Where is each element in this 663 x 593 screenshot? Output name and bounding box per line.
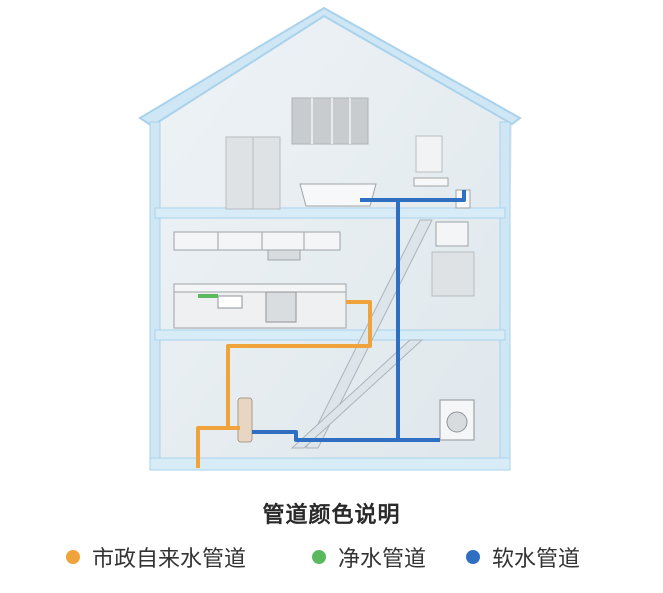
right-wall [499, 121, 511, 471]
wash-basin [413, 177, 449, 187]
legend-label-soft-water: 软水管道 [492, 547, 581, 572]
top-floor [225, 97, 471, 210]
second-floor-slab [154, 207, 506, 219]
range-hood [267, 249, 301, 261]
oven [265, 291, 297, 323]
legend-item-soft-water: 软水管道 [466, 541, 580, 573]
ground-floor [237, 397, 475, 443]
orange-dot-icon [66, 550, 80, 564]
water-purifier-unit [217, 295, 243, 309]
green-dot-icon [312, 550, 326, 564]
tap-water-pipe-segment [196, 300, 372, 468]
first-floor-slab [154, 329, 506, 341]
house-water-pipe-diagram [138, 6, 522, 471]
washing-machine-door [446, 411, 468, 433]
window [291, 97, 369, 145]
legend-label-tap-water: 市政自来水管道 [92, 547, 247, 572]
bathroom-cabinet [415, 135, 443, 173]
blue-dot-icon [466, 550, 480, 564]
pipes [196, 190, 466, 468]
legend-label-purified-water: 净水管道 [338, 547, 427, 572]
bathroom-cabinet-lower [431, 251, 475, 297]
ground-slab [149, 457, 511, 471]
central-water-softener [237, 397, 253, 443]
legend-title: 管道颜色说明 [262, 503, 401, 528]
soft-water-pipe-segment [398, 190, 466, 202]
pipe-color-legend: 市政自来水管道 净水管道 软水管道 [0, 541, 663, 581]
legend-item-purified-water: 净水管道 [312, 541, 426, 573]
soft-water-pipe-segment [252, 200, 400, 442]
bathroom-shelf [435, 221, 469, 247]
legend-item-tap-water: 市政自来水管道 [66, 541, 246, 573]
upper-cabinets [173, 231, 341, 251]
middle-floor [173, 221, 475, 329]
bathtub [299, 183, 377, 207]
left-wall [149, 121, 161, 471]
kitchen-counter [173, 283, 347, 293]
